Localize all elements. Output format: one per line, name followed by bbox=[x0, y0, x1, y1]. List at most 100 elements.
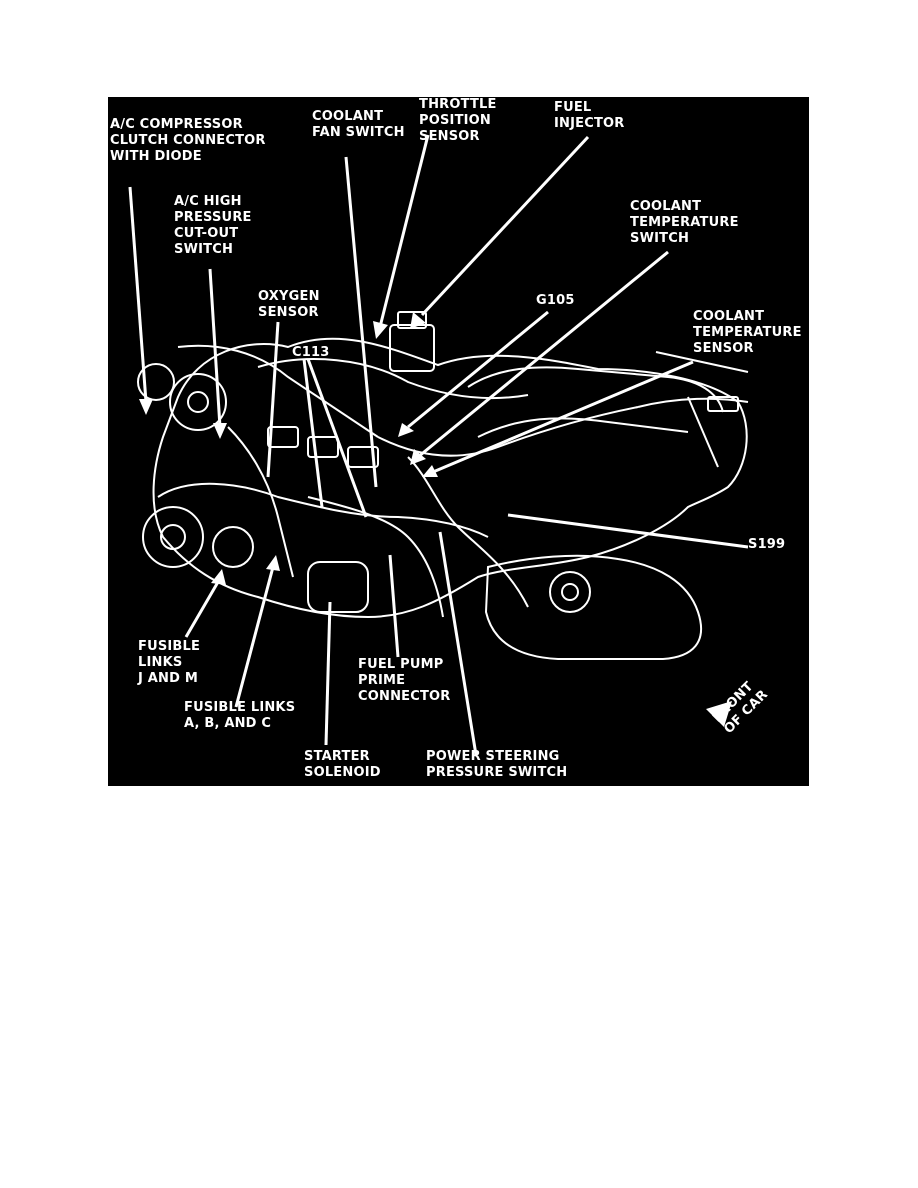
leader-fuel-injector bbox=[420, 135, 590, 317]
frame-line bbox=[655, 351, 749, 373]
label-line: PRESSURE SWITCH bbox=[426, 765, 568, 780]
label-line: SENSOR bbox=[419, 129, 480, 144]
label-ac-compressor-clutch: A/C COMPRESSOR CLUTCH CONNECTOR WITH DIO… bbox=[110, 117, 266, 165]
coolant-sensor-connector bbox=[707, 396, 739, 412]
leader-coolant-temp-switch bbox=[417, 250, 669, 459]
alternator-pulley bbox=[137, 363, 175, 401]
label-line: PRIME bbox=[358, 673, 406, 688]
crank-pulley bbox=[142, 506, 204, 568]
leader-ac-high-pressure bbox=[208, 268, 222, 428]
label-line: POWER STEERING bbox=[426, 749, 560, 764]
label-line: OXYGEN bbox=[258, 289, 320, 304]
cylinder-2 bbox=[307, 436, 339, 458]
harness-5 bbox=[407, 456, 529, 608]
label-line: FUSIBLE LINKS bbox=[184, 700, 296, 715]
transaxle-output-hub bbox=[561, 583, 579, 601]
label-line: WITH DIODE bbox=[110, 149, 202, 164]
cylinder-3 bbox=[347, 446, 379, 468]
label-line: A/C COMPRESSOR bbox=[110, 117, 243, 132]
label-s199: S199 bbox=[748, 537, 786, 552]
leader-fusible-jm bbox=[184, 581, 220, 638]
leader-coolant-temp-sensor bbox=[432, 360, 694, 474]
arrowhead-fuel-injector bbox=[410, 312, 426, 329]
label-fuel-injector: FUEL INJECTOR bbox=[554, 100, 625, 132]
label-line: INJECTOR bbox=[554, 116, 625, 131]
label-c113: C113 bbox=[292, 345, 330, 360]
label-line: CLUTCH CONNECTOR bbox=[110, 133, 266, 148]
label-line: COOLANT bbox=[312, 109, 384, 124]
leader-coolant-fan-switch bbox=[344, 156, 378, 488]
label-line: FUEL bbox=[554, 100, 592, 115]
crank-pulley-hub bbox=[160, 524, 186, 550]
engine-illustration bbox=[128, 134, 749, 756]
starter-motor bbox=[307, 561, 369, 613]
harness-1 bbox=[177, 344, 379, 438]
harness-3 bbox=[637, 397, 749, 408]
label-line: SENSOR bbox=[693, 341, 754, 356]
engine-component-locator-figure: A/C COMPRESSOR CLUTCH CONNECTOR WITH DIO… bbox=[108, 97, 809, 786]
label-line: TEMPERATURE bbox=[630, 215, 739, 230]
arrowhead-front-of-car bbox=[706, 701, 732, 727]
leader-fuel-pump-prime bbox=[388, 554, 400, 658]
label-fusible-links-a-b-c: FUSIBLE LINKS A, B, AND C bbox=[184, 700, 295, 732]
transaxle-output bbox=[549, 571, 591, 613]
label-oxygen-sensor: OXYGEN SENSOR bbox=[258, 289, 320, 321]
label-line: CONNECTOR bbox=[358, 689, 451, 704]
label-ac-high-pressure-switch: A/C HIGH PRESSURE CUT-OUT SWITCH bbox=[174, 194, 252, 258]
label-starter-solenoid: STARTER SOLENOID bbox=[304, 749, 381, 781]
harness-6 bbox=[227, 426, 294, 578]
label-line: FUSIBLE bbox=[138, 639, 201, 654]
arrowheads bbox=[139, 312, 732, 727]
label-fusible-links-j-and-m: FUSIBLE LINKS J AND M bbox=[138, 639, 200, 687]
label-coolant-temperature-switch: COOLANT TEMPERATURE SWITCH bbox=[630, 199, 739, 247]
arrowhead-coolant-temp-sensor bbox=[422, 465, 438, 477]
label-line: CUT-OUT bbox=[174, 226, 239, 241]
harness-2 bbox=[377, 406, 639, 457]
harness-4 bbox=[307, 496, 444, 618]
leader-c113-b bbox=[306, 358, 368, 518]
leader-lines bbox=[128, 134, 749, 756]
label-line: SWITCH bbox=[630, 231, 690, 246]
label-power-steering-pressure-switch: POWER STEERING PRESSURE SWITCH bbox=[426, 749, 567, 781]
label-coolant-fan-switch: COOLANT FAN SWITCH bbox=[312, 109, 405, 141]
arrowhead-fusible-abc bbox=[266, 555, 280, 571]
leader-ac-compressor bbox=[128, 186, 148, 403]
label-line: LINKS bbox=[138, 655, 183, 670]
label-coolant-temperature-sensor: COOLANT TEMPERATURE SENSOR bbox=[693, 309, 802, 357]
label-line: STARTER bbox=[304, 749, 370, 764]
ground-strap bbox=[687, 396, 719, 468]
transaxle-case bbox=[484, 554, 703, 660]
leader-fusible-abc bbox=[234, 566, 275, 708]
arrowhead-g105 bbox=[398, 423, 414, 437]
leader-throttle-position bbox=[378, 134, 430, 328]
label-line: POSITION bbox=[419, 113, 492, 128]
label-line: PRESSURE bbox=[174, 210, 252, 225]
accessory-pulley-upper bbox=[169, 373, 227, 431]
label-line: COOLANT bbox=[693, 309, 765, 324]
leader-oxygen-sensor bbox=[266, 321, 280, 478]
idler-pulley bbox=[212, 526, 254, 568]
throttle-body bbox=[389, 324, 435, 372]
arrowhead-coolant-temp-switch bbox=[410, 449, 426, 465]
label-line: SOLENOID bbox=[304, 765, 381, 780]
front-bank bbox=[157, 482, 489, 538]
label-line: FAN SWITCH bbox=[312, 125, 405, 140]
arrowhead-throttle-position bbox=[373, 321, 388, 339]
label-throttle-position-sensor: THROTTLE POSITION SENSOR bbox=[419, 97, 497, 145]
engine-block-outline bbox=[152, 337, 748, 619]
rear-bank bbox=[257, 358, 529, 400]
label-line: TEMPERATURE bbox=[693, 325, 802, 340]
label-line: FUEL PUMP bbox=[358, 657, 444, 672]
label-line: COOLANT bbox=[630, 199, 702, 214]
leader-starter-solenoid bbox=[324, 601, 332, 746]
accessory-pulley-upper-hub bbox=[187, 391, 209, 413]
arrowhead-fusible-jm bbox=[211, 569, 226, 585]
air-duct-lower bbox=[477, 417, 689, 438]
leader-power-steering bbox=[438, 531, 478, 756]
leader-s199 bbox=[507, 513, 749, 549]
label-line: J AND M bbox=[138, 671, 198, 686]
leader-c113-a bbox=[302, 358, 324, 508]
cylinder-1 bbox=[267, 426, 299, 448]
arrowhead-ac-compressor bbox=[139, 399, 153, 415]
label-g105: G105 bbox=[536, 293, 575, 308]
